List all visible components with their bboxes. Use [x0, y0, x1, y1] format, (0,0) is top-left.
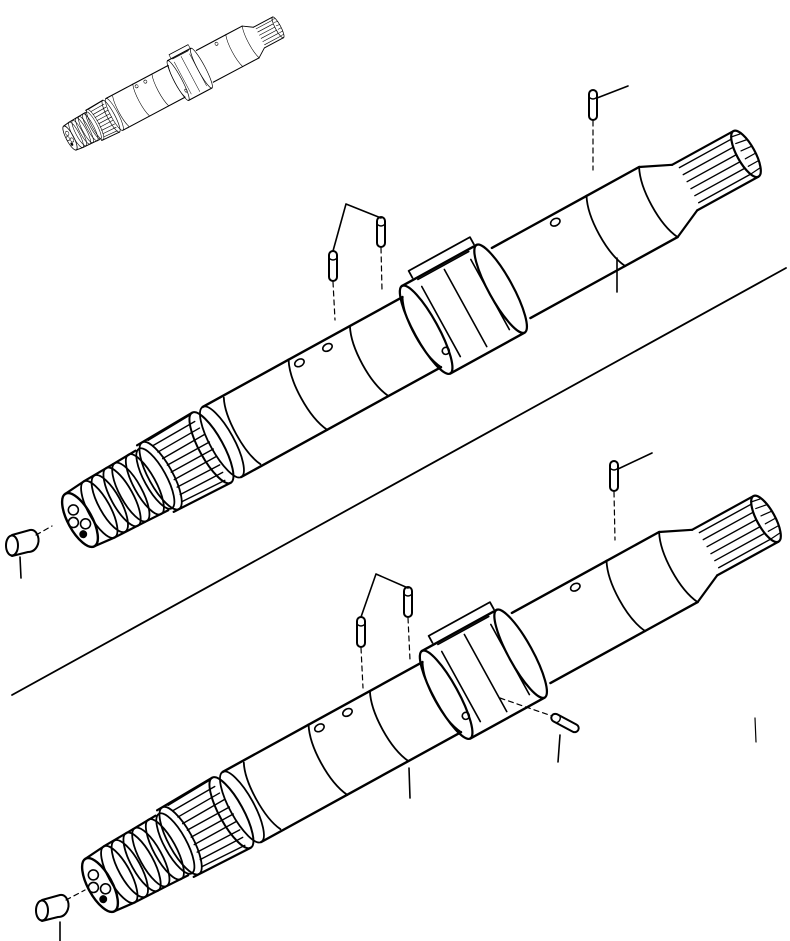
lower-pin-side — [548, 711, 582, 735]
upper-pin-left — [328, 250, 338, 282]
reference-shaft — [53, 1, 292, 161]
lower-pin-left — [356, 616, 366, 648]
lower-pin-rear — [609, 460, 619, 492]
lower-end-plug — [35, 893, 70, 922]
lower-shaft-assembly — [35, 452, 790, 941]
upper-pin-rear — [588, 89, 598, 121]
upper-pin-right — [376, 216, 386, 248]
upper-end-plug — [5, 528, 40, 557]
divider-line — [11, 267, 787, 696]
lower-shaft — [59, 460, 790, 936]
lower-pin-right — [403, 586, 413, 618]
upper-shaft-assembly — [5, 85, 780, 579]
